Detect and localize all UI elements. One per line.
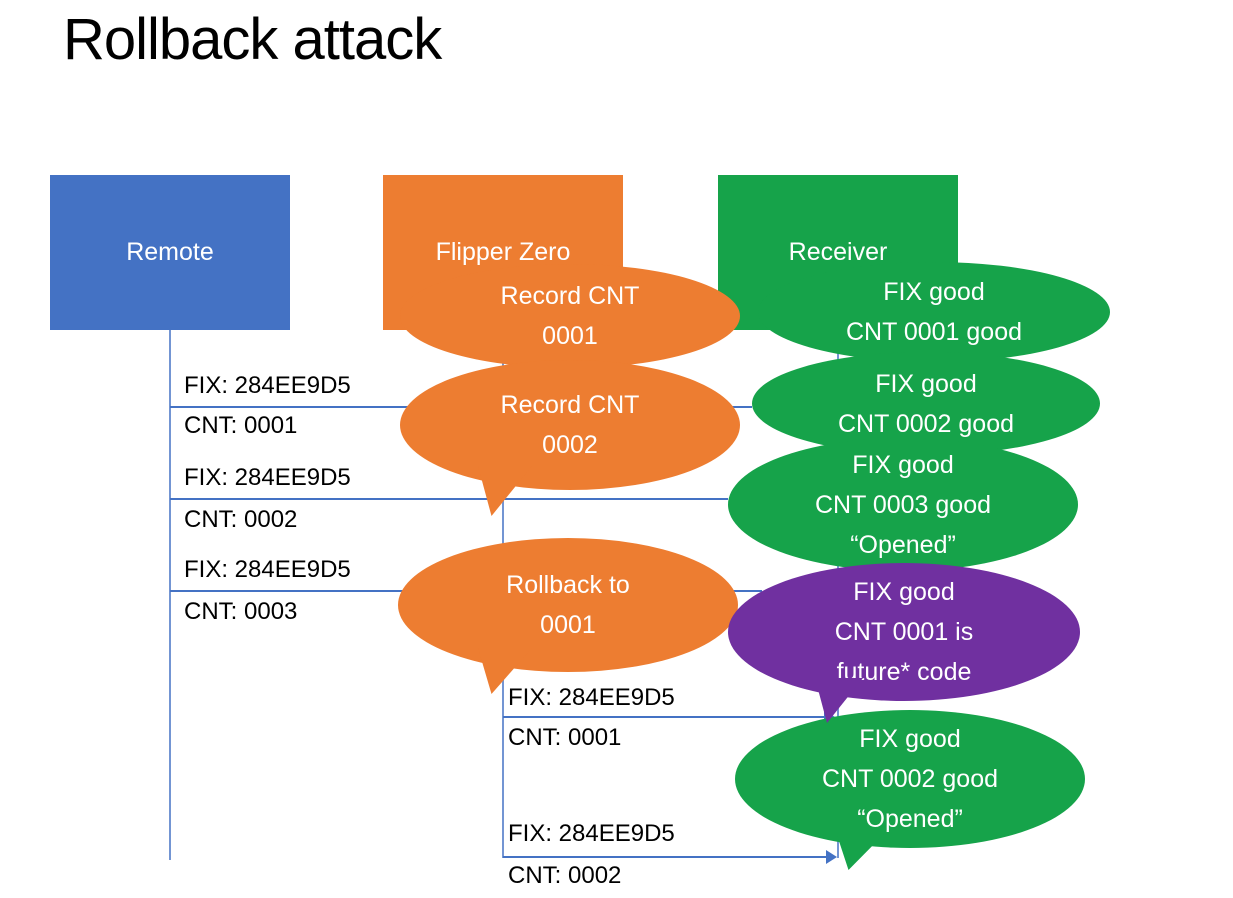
speech-bubble-fix-good-cnt-0002: FIX good CNT 0002 good	[752, 352, 1100, 455]
speech-bubble-rollback-to-0001: Rollback to 0001	[398, 538, 738, 672]
message-arrow-2	[170, 498, 728, 500]
speech-bubble-fix-good-cnt-0002-opened: FIX good CNT 0002 good “Opened”	[735, 710, 1085, 848]
message-4-fix-label: FIX: 284EE9D5	[508, 684, 675, 711]
speech-bubble-fix-good-cnt-0003-opened: FIX good CNT 0003 good “Opened”	[728, 438, 1078, 571]
message-5-fix-label: FIX: 284EE9D5	[508, 820, 675, 847]
speech-bubble-cnt-0001-future-code: FIX good CNT 0001 is future* code	[728, 563, 1080, 701]
message-3-cnt-label: CNT: 0003	[184, 598, 298, 625]
message-4-cnt-label: CNT: 0001	[508, 724, 622, 751]
speech-bubble-fix-good-cnt-0001: FIX good CNT 0001 good	[758, 262, 1110, 362]
speech-bubble-record-cnt-0001: Record CNT 0001	[400, 264, 740, 368]
slide-title: Rollback attack	[63, 7, 442, 72]
message-2-fix-label: FIX: 284EE9D5	[184, 464, 351, 491]
bubble-tail-record-cnt-0002	[478, 466, 532, 516]
message-1-fix-label: FIX: 284EE9D5	[184, 372, 351, 399]
message-2-cnt-label: CNT: 0002	[184, 506, 298, 533]
message-3-fix-label: FIX: 284EE9D5	[184, 556, 351, 583]
message-arrow-4	[503, 710, 835, 724]
message-5-cnt-label: CNT: 0002	[508, 862, 622, 889]
bubble-tail-fix-good-cnt-0002-opened	[836, 832, 886, 870]
message-arrow-5	[503, 850, 837, 864]
message-1-cnt-label: CNT: 0001	[184, 412, 298, 439]
speech-bubble-record-cnt-0002: Record CNT 0002	[400, 360, 740, 490]
lifeline-remote	[169, 330, 171, 860]
actor-label-receiver: Receiver	[788, 238, 888, 266]
actor-box-remote: Remote	[50, 175, 290, 330]
actor-label-remote: Remote	[126, 238, 214, 266]
actor-label-flipper-zero: Flipper Zero	[435, 238, 571, 266]
